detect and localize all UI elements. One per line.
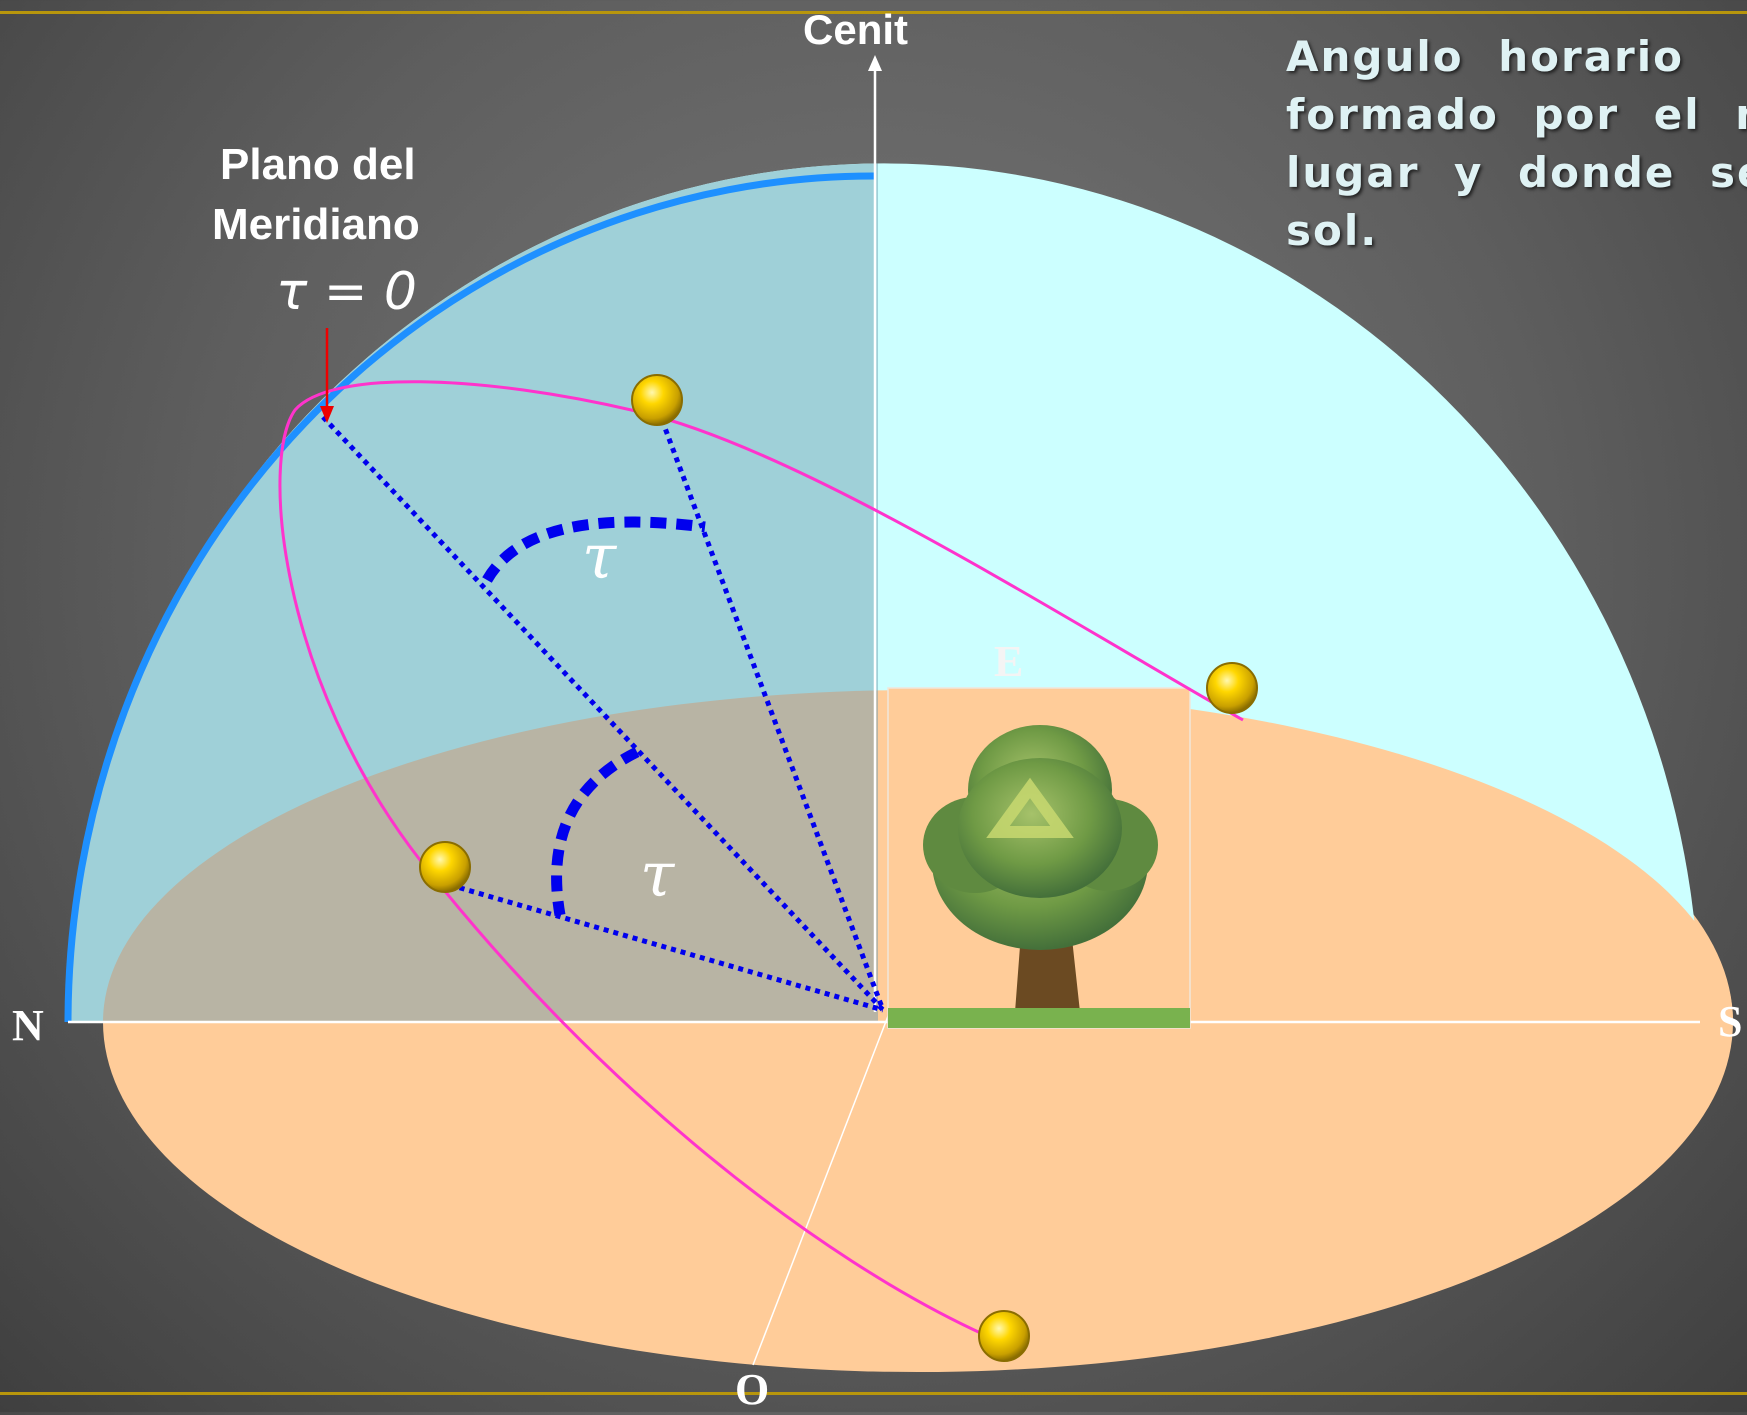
top-frame-rule xyxy=(0,11,1747,14)
hour-angle-arc-lower xyxy=(551,747,640,916)
zenith-arrow-icon xyxy=(868,55,882,71)
sun-icon xyxy=(978,1310,1030,1362)
sun-icon xyxy=(419,841,471,893)
meridian-pointer-arrow-icon xyxy=(320,406,334,423)
south-label: S xyxy=(1718,997,1743,1046)
meridian-plane-label-line2: Meridiano xyxy=(212,200,420,249)
sun-icon xyxy=(631,374,683,426)
caption-line-1: Angulo horario xyxy=(1286,32,1685,81)
bottom-frame-rule xyxy=(0,1392,1747,1395)
meridian-arc xyxy=(64,172,876,1023)
meridian-plane-label-line1: Plano del xyxy=(220,140,416,189)
sun-path-upper xyxy=(278,380,1244,1337)
hour-angle-symbol-upper: τ xyxy=(582,520,617,593)
caption-line-3: lugar y donde se xyxy=(1286,148,1747,197)
hour-angle-arc-upper xyxy=(482,516,706,583)
caption-line-4: sol. xyxy=(1286,206,1379,255)
caption-line-2: formado por el m xyxy=(1286,90,1747,139)
tree-icon xyxy=(887,687,1191,1029)
zenith-label: Cenit xyxy=(803,6,908,53)
hour-angle-caption: Angulo horario formado por el m lugar y … xyxy=(1286,28,1747,260)
north-label: N xyxy=(12,1001,44,1050)
sun-icon xyxy=(1206,662,1258,714)
tau-zero-label: τ = 0 xyxy=(276,262,418,322)
west-label: O xyxy=(735,1365,770,1414)
east-label: E xyxy=(994,637,1024,686)
meridian-shaded-ground xyxy=(103,690,878,1023)
hour-angle-symbol-lower: τ xyxy=(640,838,675,911)
